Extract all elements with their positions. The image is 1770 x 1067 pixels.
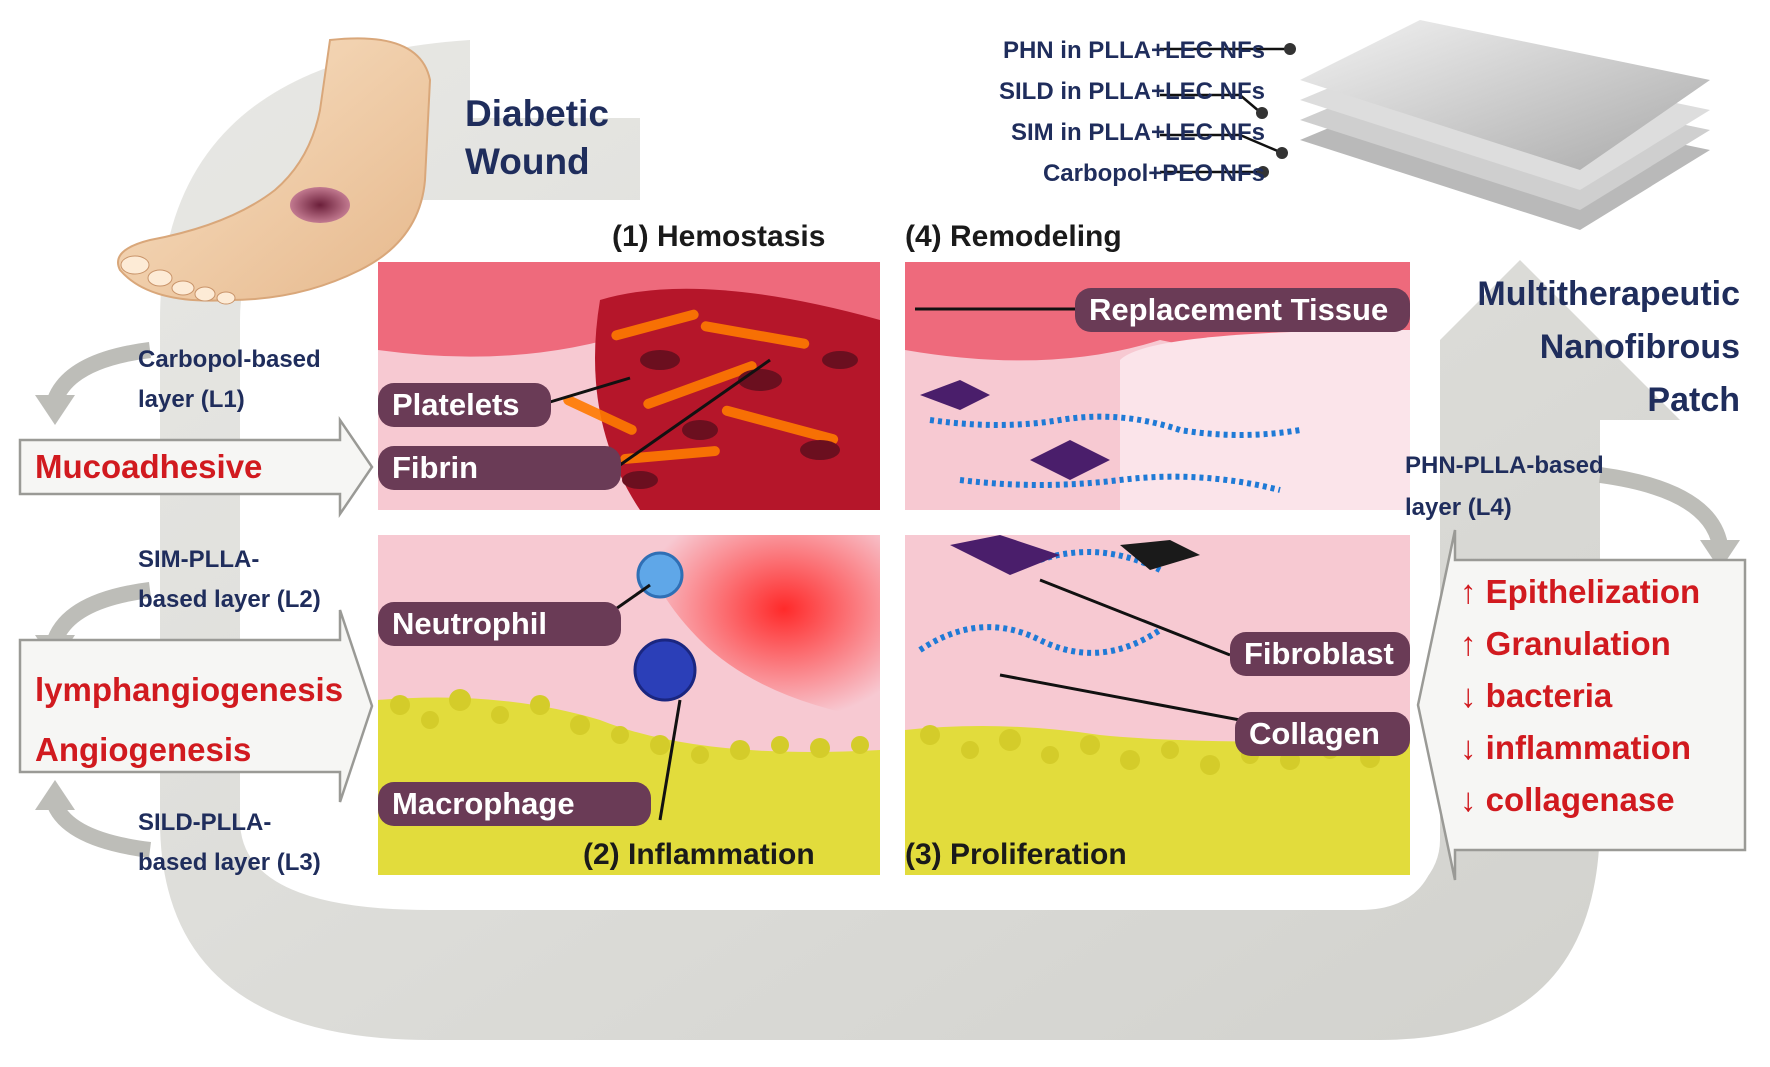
effect-collagenase: ↓ collagenase [1460,781,1675,818]
patch-layer-label: SILD in PLLA+LEC NFs [998,78,1265,105]
foot-illustration [117,37,432,305]
effect-epithelization: ↑ Epithelization [1460,573,1701,610]
patch-title-line3: Patch [1647,381,1740,419]
label-collagen: Collagen [1235,712,1410,756]
label-neutrophil: Neutrophil [378,602,621,646]
title-block: Diabetic Wound [465,90,609,186]
effect-mucoadhesive: Mucoadhesive [35,448,263,485]
effect-bacteria: ↓ bacteria [1460,677,1613,714]
label-replacement-tissue: Replacement Tissue [1075,288,1410,332]
label-platelets: Platelets [378,383,551,427]
layer-l4-line1: PHN-PLLA-based [1405,452,1604,479]
layer-l1-line2: layer (L1) [138,386,245,413]
phase-proliferation: (3) Proliferation [905,838,1127,871]
effect-granulation: ↑ Granulation [1460,625,1671,662]
mucoadhesive-arrow [18,415,374,519]
phase-hemostasis: (1) Hemostasis [612,220,826,253]
effects-list: ↑ Epithelization ↑ Granulation ↓ bacteri… [1460,566,1700,826]
layer-l4-line2: layer (L4) [1405,494,1512,521]
patch-layer-list: PHN in PLLA+LEC NFs SILD in PLLA+LEC NFs… [930,30,1265,194]
title-line1: Diabetic [465,93,609,134]
layer-l2-line2: based layer (L2) [138,586,321,613]
label-macrophage: Macrophage [378,782,651,826]
effect-lymphangiogenesis: lymphangiogenesis [35,671,344,708]
patch-illustration [1160,20,1710,230]
layer-l1-line1: Carbopol-based [138,346,321,373]
patch-title-line2: Nanofibrous [1539,328,1740,366]
patch-layer-label: PHN in PLLA+LEC NFs [1002,37,1265,64]
effect-angiogenesis-block: lymphangiogenesis Angiogenesis [35,660,343,780]
effect-angiogenesis: Angiogenesis [35,731,252,768]
angiogenesis-arrow [18,609,374,803]
title-line2: Wound [465,141,590,182]
patch-layer-label: Carbopol+PEO NFs [1042,160,1265,187]
phase-inflammation: (2) Inflammation [583,838,815,871]
layer-l2-line1: SIM-PLLA- [138,546,260,573]
quadrant-proliferation [905,535,1410,875]
effect-inflammation: ↓ inflammation [1460,729,1692,766]
patch-title-line1: Multitherapeutic [1477,275,1740,313]
patch-layer-label: SIM in PLLA+LEC NFs [1010,119,1265,146]
layer-l4-label: PHN-PLLA-based layer (L4) [1405,445,1604,529]
label-fibroblast: Fibroblast [1230,632,1410,676]
layer-l3-line2: based layer (L3) [138,849,321,876]
layer-l3-label: SILD-PLLA- based layer (L3) [138,803,321,883]
effects-arrow [1416,529,1747,881]
layer-l2-label: SIM-PLLA- based layer (L2) [138,540,321,620]
label-fibrin: Fibrin [378,446,621,490]
layer-l3-line1: SILD-PLLA- [138,809,272,836]
patch-title: Multitherapeutic Nanofibrous Patch [1420,268,1740,427]
phase-remodeling: (4) Remodeling [905,220,1122,253]
layer-l1-label: Carbopol-based layer (L1) [138,340,321,420]
